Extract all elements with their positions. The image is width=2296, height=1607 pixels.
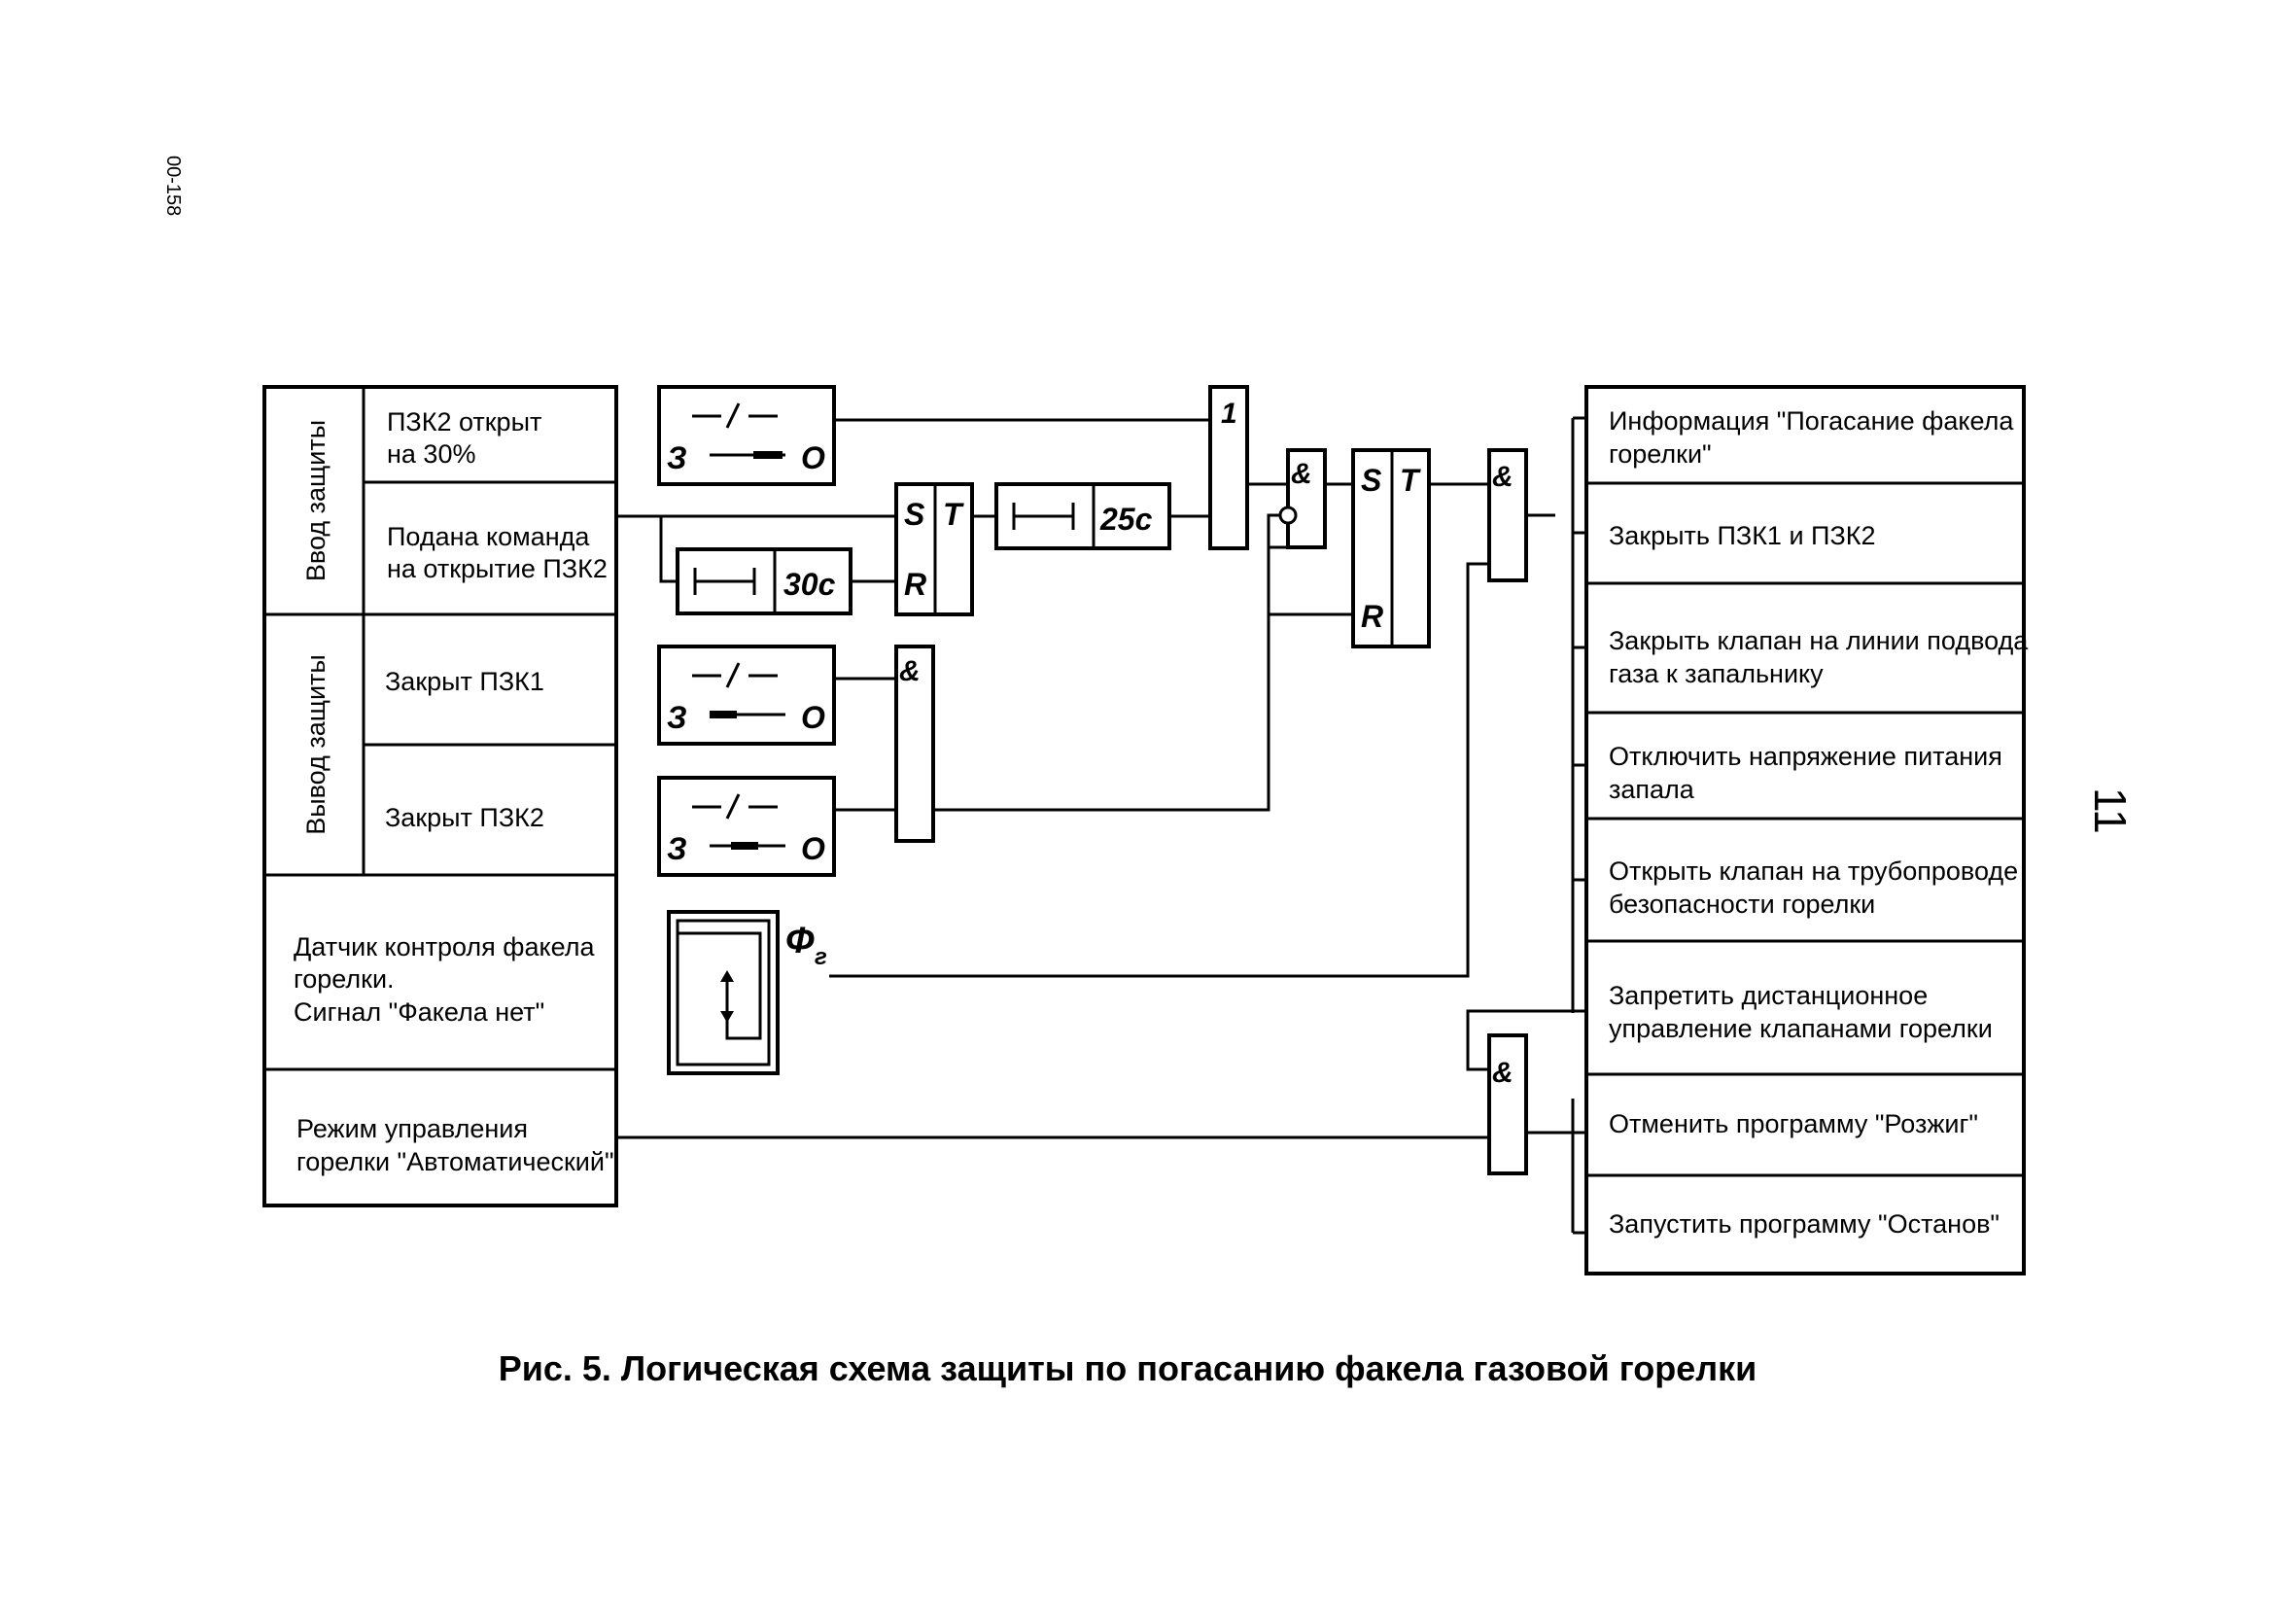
output-open-safety-valve: Открыть клапан на трубопроводе безопасно… bbox=[1609, 856, 2026, 919]
svg-text:R: R bbox=[904, 567, 926, 602]
switch-element-pzk2-30: З О bbox=[657, 385, 836, 486]
svg-text:T: T bbox=[1400, 463, 1421, 498]
switch-element-pzk1-closed: З О bbox=[657, 645, 836, 746]
svg-text:S: S bbox=[904, 497, 925, 532]
output-info-flame-out: Информация "Погасание факела горелки" bbox=[1609, 406, 2021, 469]
output-close-pilot-valve: Закрыть клапан на линии подвода газа к з… bbox=[1609, 626, 2035, 688]
figure-caption: Рис. 5. Логическая схема защиты по погас… bbox=[499, 1348, 1757, 1388]
flame-sensor-icon: Ф г bbox=[667, 910, 827, 1075]
output-start-stop: Запустить программу "Останов" bbox=[1609, 1209, 2000, 1239]
output-close-pzk: Закрыть ПЗК1 и ПЗК2 bbox=[1609, 521, 1876, 550]
output-cancel-ignition: Отменить программу "Розжиг" bbox=[1609, 1109, 1978, 1138]
input-pzk2-open-30: ПЗК2 открыт на 30% bbox=[387, 407, 549, 469]
delay-element-30s: 30с bbox=[676, 547, 852, 615]
side-code: 00-158 bbox=[162, 156, 184, 216]
svg-text:О: О bbox=[801, 440, 825, 475]
svg-text:О: О bbox=[801, 700, 825, 735]
and-gate-disable: & bbox=[894, 645, 935, 843]
input-pzk2-closed: Закрыт ПЗК2 bbox=[385, 803, 544, 832]
svg-text:1: 1 bbox=[1221, 398, 1237, 430]
input-auto-mode: Режим управления горелки "Автоматический… bbox=[296, 1114, 614, 1176]
delay-element-25s: 25с bbox=[994, 482, 1171, 550]
output-forbid-remote: Запретить дистанционное управление клапа… bbox=[1609, 981, 1993, 1043]
input-pzk1-closed: Закрыт ПЗК1 bbox=[385, 667, 544, 696]
svg-text:T: T bbox=[943, 497, 964, 532]
output-table: Информация "Погасание факела горелки" За… bbox=[1584, 385, 2035, 1275]
svg-text:&: & bbox=[1492, 1057, 1513, 1089]
or-gate: 1 bbox=[1208, 385, 1249, 550]
svg-text:&: & bbox=[899, 655, 921, 687]
svg-text:З: З bbox=[667, 831, 687, 866]
svg-text:О: О bbox=[801, 831, 825, 866]
svg-text:&: & bbox=[1291, 458, 1312, 490]
and-gate-output: & bbox=[1487, 448, 1528, 582]
svg-text:г: г bbox=[815, 944, 827, 970]
svg-text:30с: 30с bbox=[783, 567, 836, 602]
svg-text:&: & bbox=[1492, 461, 1513, 493]
switch-element-pzk2-closed: З О bbox=[657, 776, 836, 877]
sr-trigger-1: S T R bbox=[894, 482, 974, 616]
sr-trigger-2: S T R bbox=[1351, 448, 1431, 648]
svg-text:R: R bbox=[1361, 599, 1383, 634]
svg-text:З: З bbox=[667, 700, 687, 735]
input-table: Ввод защиты Вывод защиты ПЗК2 открыт на … bbox=[262, 385, 618, 1207]
input-open-command: Подана команда на открытие ПЗК2 bbox=[387, 522, 608, 583]
svg-text:Ф: Ф bbox=[785, 921, 815, 961]
group-enable-label: Ввод защиты bbox=[301, 420, 330, 581]
svg-text:25с: 25с bbox=[1099, 502, 1153, 537]
page-number: 11 bbox=[2085, 787, 2136, 834]
and-gate-auto: & bbox=[1487, 1033, 1528, 1175]
and-gate-flame: & bbox=[1278, 448, 1327, 549]
connection-wires bbox=[616, 416, 1586, 1235]
svg-text:З: З bbox=[667, 440, 687, 475]
output-disconnect-igniter: Отключить напряжение питания запала bbox=[1609, 742, 2009, 804]
group-disable-label: Вывод защиты bbox=[301, 654, 330, 835]
input-flame-sensor: Датчик контроля факела горелки. Сигнал "… bbox=[294, 932, 602, 1027]
svg-text:S: S bbox=[1361, 463, 1382, 498]
